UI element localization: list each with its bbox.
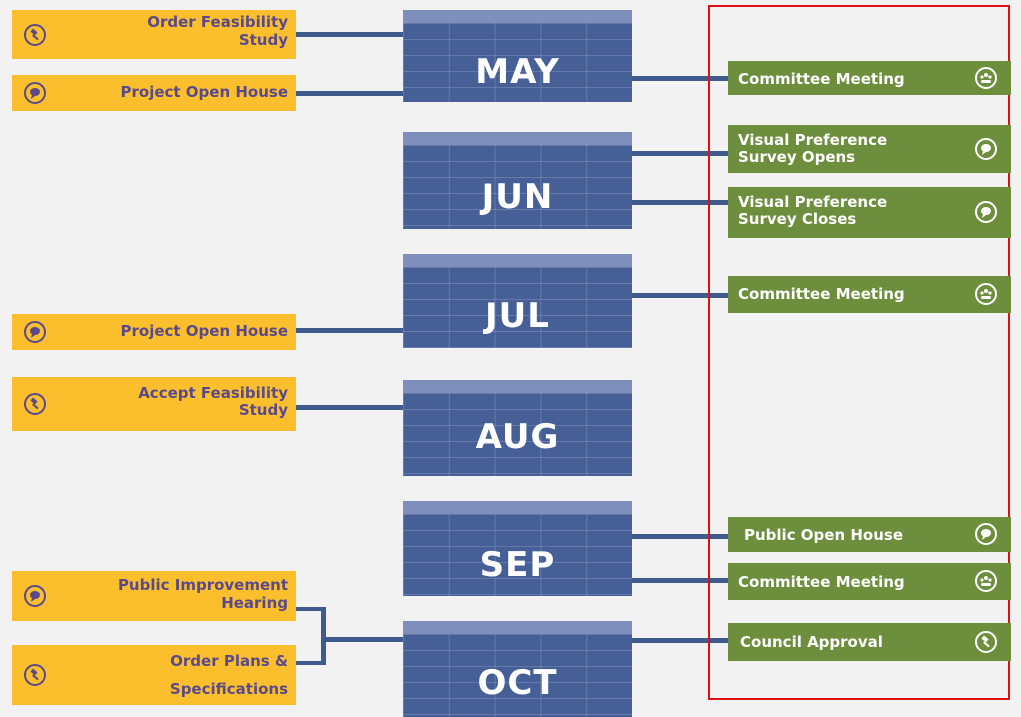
highlight-frame [708,5,1010,700]
event-label: Project Open House [120,322,289,340]
chat-bubble-icon [24,82,46,104]
month-label: JUN [481,177,554,217]
chat-bubble-icon [24,585,46,607]
right-event-committee-meeting: Committee Meeting [728,276,1011,313]
group-icon [975,67,997,89]
gavel-icon [24,24,46,46]
event-label: Visual Preference [738,193,888,211]
right-event-committee-meeting: Committee Meeting [728,61,1011,95]
right-event-public-open-house: Public Open House [728,517,1011,552]
event-label: Specifications [169,680,288,698]
connector-line [632,578,728,583]
right-event-visual-preference-survey-opens: Visual Preference Survey Opens [728,125,1011,173]
month-block-jul: JUL [403,254,632,348]
connector-line [296,91,403,96]
month-block-may: MAY [403,10,632,102]
chat-bubble-icon [975,201,997,223]
right-event-visual-preference-survey-closes: Visual Preference Survey Closes [728,187,1011,238]
month-label: OCT [477,663,558,703]
connector-line [632,151,728,156]
connector-line [296,328,403,333]
month-block-sep: SEP [403,501,632,596]
connector-line [632,76,728,81]
month-block-oct: OCT [403,621,632,717]
event-label: Public Open House [744,526,904,544]
connector-line [296,405,403,410]
event-label: Committee Meeting [738,285,905,303]
event-label: Committee Meeting [738,70,905,88]
event-label: Order Feasibility [147,13,288,31]
event-label: Project Open House [120,83,289,101]
connector-line [632,293,728,298]
right-event-committee-meeting: Committee Meeting [728,563,1011,600]
chat-bubble-icon [975,138,997,160]
event-label: Accept Feasibility [138,384,288,402]
event-label: Public Improvement [117,576,288,594]
connector-line [632,638,728,643]
group-icon [975,570,997,592]
left-event-public-improvement-hearing: Public Improvement Hearing [12,571,296,621]
event-label: Council Approval [740,633,883,651]
chat-bubble-icon [24,321,46,343]
month-label: AUG [475,417,560,457]
event-label: Visual Preference [738,131,888,149]
gavel-icon [24,664,46,686]
left-event-project-open-house: Project Open House [12,314,296,350]
left-event-order-plans-specifications: Order Plans & Specifications [12,645,296,705]
connector-line [632,534,728,539]
month-label: MAY [475,52,560,92]
connector-line [632,200,728,205]
left-event-order-feasibility-study: Order Feasibility Study [12,10,296,59]
event-label: Hearing [221,594,288,612]
month-block-jun: JUN [403,132,632,229]
month-block-aug: AUG [403,380,632,476]
connector-line [321,637,403,642]
connector-line [321,607,326,665]
event-label: Order Plans & [170,652,288,670]
event-label: Survey Opens [738,148,856,166]
left-event-project-open-house: Project Open House [12,75,296,111]
event-label: Committee Meeting [738,573,905,591]
event-label: Study [238,31,288,49]
group-icon [975,283,997,305]
connector-line [296,32,403,37]
month-label: JUL [485,296,550,336]
event-label: Study [238,401,288,419]
chat-bubble-icon [975,523,997,545]
connector-line [296,607,324,611]
event-label: Survey Closes [738,210,857,228]
gavel-icon [975,631,997,653]
connector-line [296,661,324,665]
left-event-accept-feasibility-study: Accept Feasibility Study [12,377,296,431]
right-event-council-approval: Council Approval [728,623,1011,661]
gavel-icon [24,393,46,415]
month-label: SEP [479,545,556,585]
